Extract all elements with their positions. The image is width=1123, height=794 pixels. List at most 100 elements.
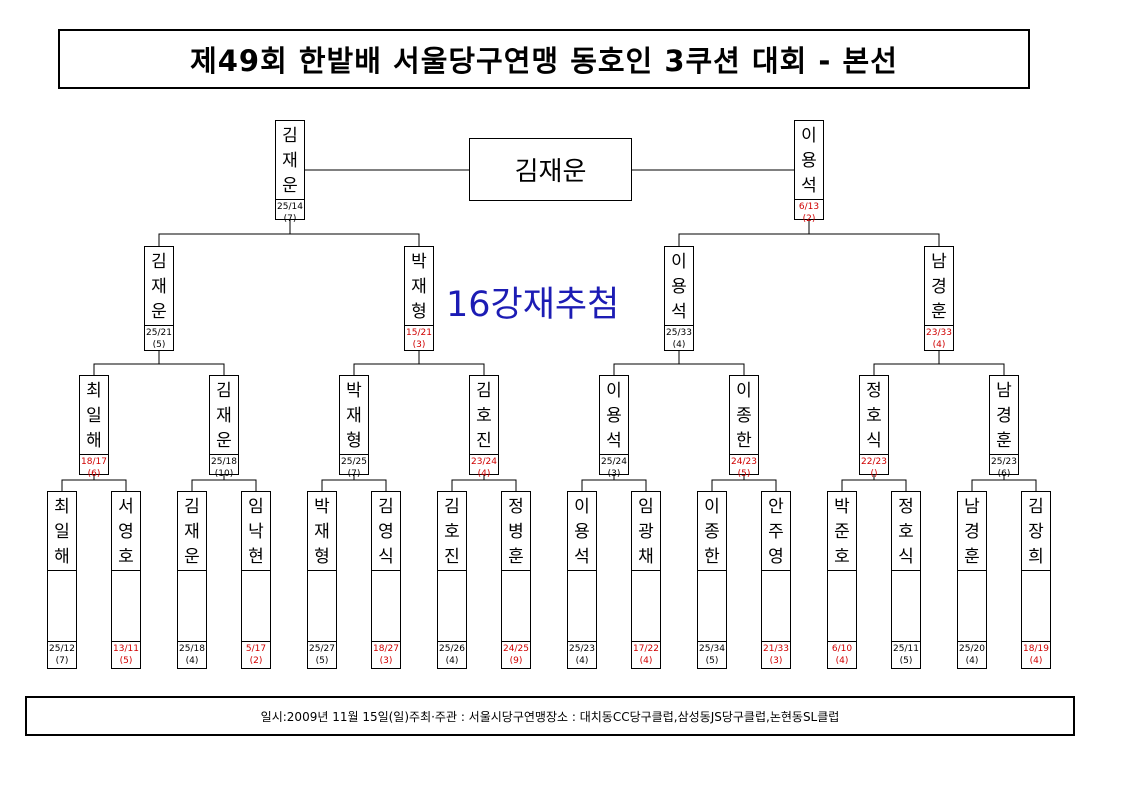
record-blank [372,570,400,641]
record-blank [242,570,270,641]
match-score: 25/33 [666,328,692,338]
match-score: 23/24 [471,457,497,467]
footer-date: 일시:2009년 11월 15일(일) [260,709,410,724]
score-cell: 25/27(5) [308,641,336,668]
match-score: 25/14 [277,202,303,212]
record-blank [958,570,986,641]
high-run: (3) [412,340,426,350]
record-blank [1022,570,1050,641]
match-score: 6/10 [831,644,853,654]
bracket-connector-f-1 [158,220,420,246]
footer-host: 주최·주관 : 서울시당구연맹 [409,709,546,724]
match-score: 18/27 [373,644,399,654]
high-run: (4) [965,656,979,666]
score-cell: 25/21(5) [145,325,173,352]
bracket-connector-qf-1 [61,475,127,491]
score-cell: 24/23 (5) [730,454,758,481]
high-run: (3) [607,469,621,479]
draw-label: 16강재추첨 [446,285,620,325]
score-cell: 25/11 (5) [892,641,920,668]
high-run: (6) [87,469,101,479]
high-run: (9) [509,656,523,666]
score-cell: 25/18(10) [210,454,238,481]
match-score: 22/23 [861,457,887,467]
record-blank [762,570,790,641]
footer-venue: 장소 : 대치동CC당구클럽,삼성동JS당구클럽,논현동SL클럽 [545,709,840,724]
record-blank [698,570,726,641]
score-cell: 25/18(4) [178,641,206,668]
high-run: (4) [672,340,686,350]
high-run: (4) [932,340,946,350]
record-blank [632,570,660,641]
high-run: (5) [737,469,751,479]
match-score: 25/18 [179,644,205,654]
match-score: 24/25 [503,644,529,654]
match-score: 25/27 [309,644,335,654]
match-score: 15/21 [406,328,432,338]
high-run: (6) [997,469,1011,479]
record-blank [828,570,856,641]
score-cell: 23/24(4) [470,454,498,481]
score-cell: 13/11(5) [112,641,140,668]
high-run: (7) [283,214,297,224]
match-score: 23/33 [926,328,952,338]
record-blank [892,570,920,641]
match-score: 25/18 [211,457,237,467]
high-run: (7) [347,469,361,479]
high-run: (7) [55,656,69,666]
match-score: 25/11 [893,644,919,654]
match-score: 25/21 [146,328,172,338]
score-cell: 25/23 (6) [990,454,1018,481]
high-run: (2) [802,214,816,224]
high-run: (4) [835,656,849,666]
high-run: (5) [899,656,913,666]
champion-box: 김재운 [469,138,632,201]
match-score: 25/23 [991,457,1017,467]
page-title: 제49회 한밭배 서울당구연맹 동호인 3쿠션 대회 - 본선 [190,44,898,78]
bracket-connector-qf-7 [841,475,907,491]
match-score: 13/11 [113,644,139,654]
score-cell: 25/14 (7) [276,199,304,226]
match-score: 24/23 [731,457,757,467]
record-blank [308,570,336,641]
match-score: 25/20 [959,644,985,654]
score-cell: 25/23(4) [568,641,596,668]
high-run: (4) [639,656,653,666]
bracket-connector-sf-4 [873,351,1005,375]
high-run: (4) [445,656,459,666]
score-cell: 25/12(7) [48,641,76,668]
match-score: 5/17 [245,644,267,654]
